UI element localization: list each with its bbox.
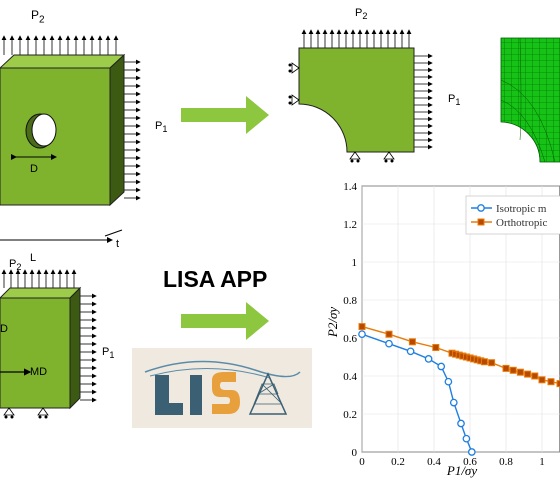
quarter-model [288,29,433,163]
bottom-plate-right-load-arrows [80,293,97,403]
data-point [457,419,465,428]
legend-label: Isotropic m [496,203,547,215]
chart: 0 0.2 0.4 0.6 0.8 1 1.2 1.4 0 0.2 0.4 0.6 0.8 1 Isot… [325,181,560,478]
app-title: LISA APP [163,266,268,292]
bottom-plate [0,269,97,419]
top-plate-right-load-arrows [124,59,141,201]
data-point [358,330,366,339]
y-tick-label: 0.8 [343,295,357,307]
data-point [408,338,416,346]
data-point [462,434,471,443]
x-tick-label: 0.4 [427,456,441,468]
data-point [480,358,488,366]
top-plate-top-load-arrows [1,35,119,55]
data-point [444,377,453,386]
legend-box [465,195,560,235]
fe-mesh [500,37,560,163]
x-tick-label: 1 [539,456,545,468]
y-tick-label: 1.4 [343,181,357,193]
data-point [538,376,546,384]
data-point [547,378,555,386]
data-point [385,339,393,348]
chart-x-ticks: 0 0.2 0.4 0.6 0.8 1 [359,456,545,468]
data-point [385,330,393,338]
roller-support-icon [3,407,15,416]
roller-support-icon [3,407,49,419]
y-tick-label: 0 [352,447,358,459]
quarter-model-right-load-arrows [414,53,433,150]
x-tick-label: 0.2 [391,456,405,468]
x-tick-label: 0.6 [463,456,477,468]
roller-support-icon [37,407,49,416]
roller-support-icon [349,151,361,160]
chart-y-ticks: 0 0.2 0.4 0.6 0.8 1 1.2 1.4 [343,181,357,459]
y-tick-label: 0.4 [343,371,357,383]
data-point [432,344,440,351]
y-tick-label: 0.2 [343,409,357,421]
bottom-partial-label: D [0,323,8,335]
quarter-p1-label: P1 [448,93,461,108]
roller-support-icon [288,62,395,163]
top-d-label: D [30,163,38,175]
data-point [524,370,532,378]
legend-marker [477,204,485,212]
quarter-model-top-load-arrows [301,29,412,48]
data-point [358,323,366,331]
roller-support-icon [383,151,395,160]
chart-series [358,323,560,456]
data-point [449,398,458,407]
data-point [516,368,524,376]
data-point [406,347,415,356]
top-plate [0,35,141,243]
data-point [488,359,496,367]
x-tick-label: 0.8 [499,456,513,468]
roller-support-icon [291,62,300,74]
top-p1-label: P1 [155,120,168,135]
data-point [531,372,539,380]
data-point [467,448,476,456]
x-tick-label: 0 [359,456,365,468]
top-t-label: t [116,238,120,250]
data-point [437,362,446,371]
bottom-p1-label: P1 [102,346,115,361]
y-tick-label: 0.6 [343,333,357,345]
lisa-logo [132,348,312,428]
series-line-0 [361,333,473,453]
chart-legend: Isotropic m Orthotropic [465,195,560,235]
data-point [502,364,510,372]
quarter-p2-label: P2 [355,7,368,22]
top-l-label: L [30,252,37,264]
chart-x-axis-label: P1/σy [446,463,477,478]
bottom-md-label: MD [30,366,48,378]
roller-support-icon [291,94,300,106]
bottom-p2-label: P2 [9,258,22,273]
process-arrow-top [181,96,269,134]
legend-label: Orthotropic [496,217,547,229]
y-tick-label: 1 [352,257,358,269]
legend-marker [477,218,485,226]
y-tick-label: 1.2 [343,219,357,231]
chart-y-axis-label: P2/σy [325,307,340,338]
data-point [424,355,433,363]
process-arrow-bottom [181,302,269,340]
data-point [509,366,517,374]
data-point [556,380,560,388]
top-p2-label: P2 [31,8,45,26]
bottom-plate-top-load-arrows [1,269,77,288]
